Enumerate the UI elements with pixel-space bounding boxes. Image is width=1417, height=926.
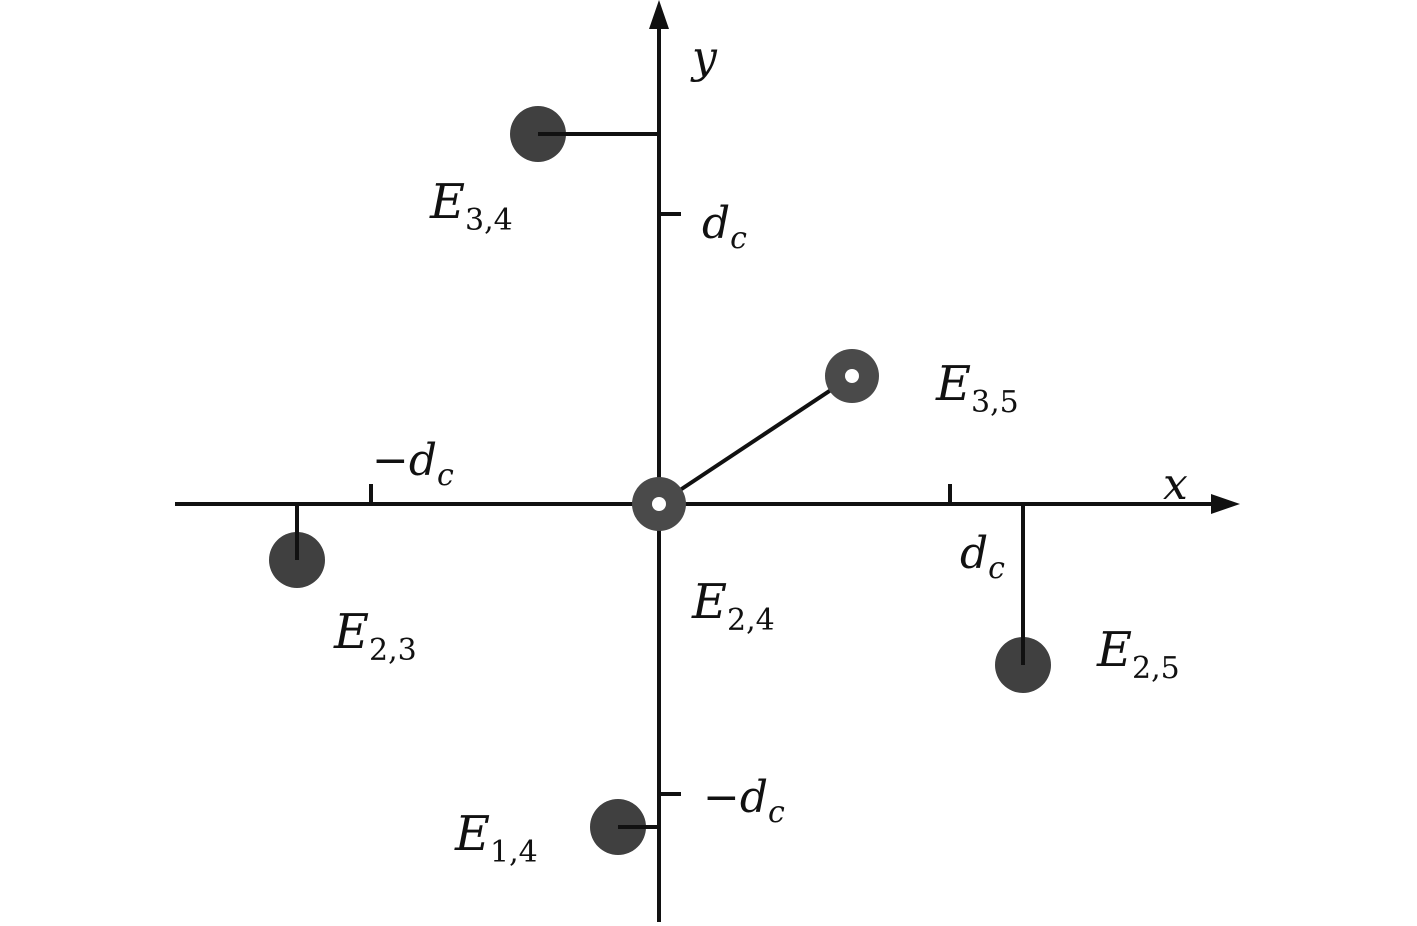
x-axis-arrowhead [1211,494,1240,514]
label-subscript: 1,4 [490,835,538,870]
y-axis-label: y [690,32,718,83]
label-e24: E2,4 [691,574,775,638]
point-e35 [825,349,879,403]
tick-subscript: c [988,551,1005,586]
label-e14: E1,4 [454,806,538,870]
label-subscript: 2,4 [727,603,775,638]
tick-subscript: c [437,458,454,493]
label-e35: E3,5 [935,356,1019,420]
label-e34: E3,4 [429,174,513,238]
label-e25: E2,5 [1096,622,1180,686]
label-letter: E [454,806,490,862]
x-axis-label: x [1163,459,1188,510]
ticks [369,212,952,796]
tick-symbol: d [740,772,768,823]
label-letter: E [333,604,369,660]
tick-label-x-pos-dc: dc [960,528,1005,586]
tick-label-y-neg-dc: −dc [703,772,785,830]
tick-symbol: d [960,528,988,579]
axes [175,26,1215,922]
minus-sign: − [703,772,740,823]
point-e24 [632,477,686,531]
label-letter: E [1096,622,1132,678]
point-e34 [510,106,566,162]
label-letter: E [935,356,971,412]
ring-hole [845,369,859,383]
y-axis-arrowhead [649,0,669,29]
tick-label-x-neg-dc: −dc [372,435,454,493]
label-subscript: 2,5 [1132,651,1180,686]
tick-subscript: c [768,795,785,830]
label-subscript: 2,3 [369,633,417,668]
tick-symbol: d [409,435,437,486]
tick-subscript: c [730,221,747,256]
point-e25 [995,637,1051,693]
label-letter: E [691,574,727,630]
connector-e35 [657,374,854,506]
label-e23: E2,3 [333,604,417,668]
point-e23 [269,532,325,588]
point-e14 [590,799,646,855]
label-subscript: 3,4 [465,203,513,238]
tick-label-y-pos-dc: dc [702,198,747,256]
tick-symbol: d [702,198,730,249]
label-subscript: 3,5 [971,385,1019,420]
minus-sign: − [372,435,409,486]
label-letter: E [429,174,465,230]
ring-hole [652,497,666,511]
